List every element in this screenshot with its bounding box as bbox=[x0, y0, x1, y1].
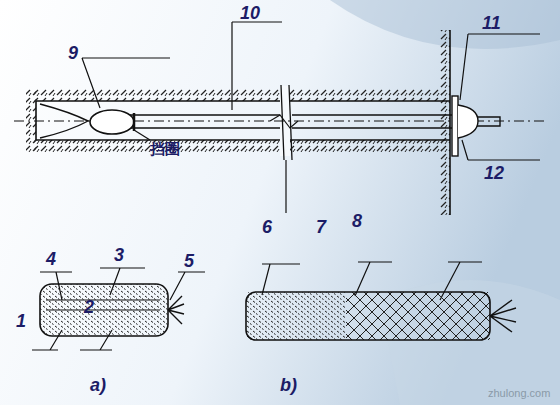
callout-number: 3 bbox=[114, 246, 124, 264]
callout-number: 4 bbox=[46, 250, 56, 268]
callout-number: 5 bbox=[184, 252, 194, 270]
figure-label: b) bbox=[280, 376, 297, 394]
nut bbox=[458, 105, 478, 138]
callout-number: 12 bbox=[484, 164, 504, 182]
callout-number: 8 bbox=[352, 212, 362, 230]
figure-label: a) bbox=[90, 376, 106, 394]
leader-line bbox=[32, 22, 540, 350]
callout-number: 9 bbox=[68, 44, 78, 62]
callout-number: 2 bbox=[84, 298, 94, 316]
rock-mass bbox=[26, 30, 450, 215]
callout-number: 7 bbox=[316, 218, 326, 236]
callout-number: 10 bbox=[240, 4, 260, 22]
bolt-rod bbox=[130, 115, 500, 128]
break-mark bbox=[270, 85, 298, 160]
callout-number: 6 bbox=[262, 218, 272, 236]
watermark: zhulong.com bbox=[488, 388, 550, 399]
resin-cartridge bbox=[90, 110, 134, 134]
callout-number: 1 bbox=[16, 312, 26, 330]
part-label: 挡圈 bbox=[150, 142, 180, 157]
callout-number: 11 bbox=[482, 14, 501, 32]
cartridge-a bbox=[40, 284, 184, 336]
retaining-ring bbox=[133, 113, 136, 131]
cartridge-b bbox=[246, 292, 516, 340]
cone-tip bbox=[40, 104, 88, 138]
bearing-plate bbox=[452, 96, 458, 156]
